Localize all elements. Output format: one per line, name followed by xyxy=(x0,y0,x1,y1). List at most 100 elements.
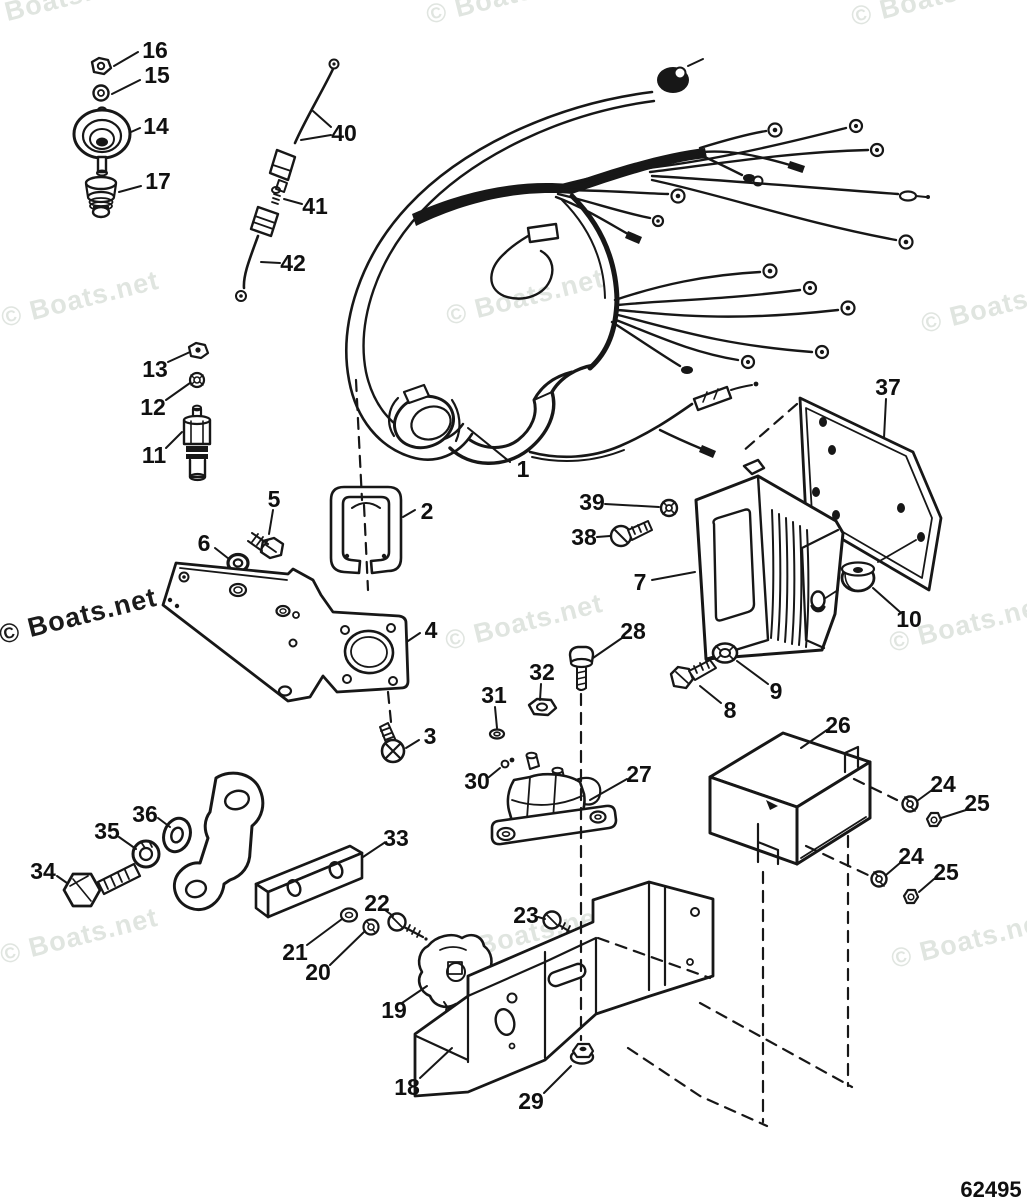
part-18-mounting-bracket xyxy=(413,880,715,1098)
part-8-bolt xyxy=(669,659,717,690)
part-10-grommet xyxy=(840,561,876,593)
callout-label-14: 14 xyxy=(143,113,169,139)
callout-label-5: 5 xyxy=(268,486,281,512)
callout-leader-line xyxy=(329,930,366,966)
callout-leader-line xyxy=(312,110,332,128)
callout-leader-line xyxy=(111,79,141,95)
callout-leader-line xyxy=(494,706,498,729)
callout-leader-line xyxy=(872,587,901,613)
watermark-text: © Boats.net xyxy=(888,906,1027,974)
callout-leader-line xyxy=(651,571,696,581)
callout-label-32: 32 xyxy=(529,659,555,685)
callout-label-26: 26 xyxy=(825,712,851,738)
callout-label-21: 21 xyxy=(282,939,308,965)
part-35-lock-washer xyxy=(131,839,161,869)
callout-leader-line xyxy=(402,509,416,518)
callout-label-9: 9 xyxy=(770,678,783,704)
exploded-parts-artwork xyxy=(62,56,943,1128)
callout-leader-line xyxy=(113,51,139,67)
part-14-switch xyxy=(72,106,132,177)
part-21-nut xyxy=(339,907,359,923)
callout-leader-line xyxy=(736,660,769,685)
callout-leader-line xyxy=(543,1065,572,1094)
callout-leader-line xyxy=(401,985,428,1004)
callout-labels: 1615141740414213121112564337393871098283… xyxy=(30,37,990,1114)
part-20-washer xyxy=(362,918,380,936)
part-22-bolt xyxy=(387,912,428,941)
callout-label-33: 33 xyxy=(383,825,409,851)
part-26-cover-box xyxy=(708,731,872,866)
part-33-bar xyxy=(254,844,364,919)
watermark-text: © Boats.net xyxy=(0,0,137,34)
callout-label-20: 20 xyxy=(305,959,331,985)
part-13-nut xyxy=(187,341,210,360)
callout-leader-line xyxy=(300,134,332,141)
callout-leader-line xyxy=(165,382,191,401)
part-16-nut xyxy=(90,56,113,76)
part-30-pin xyxy=(500,757,515,769)
callout-leader-line xyxy=(167,351,191,363)
watermark-text: © Boats.net xyxy=(918,271,1027,339)
callout-label-13: 13 xyxy=(142,356,168,382)
callout-leader-line xyxy=(467,427,511,463)
part-25-nut xyxy=(902,888,920,905)
callout-leader-line xyxy=(916,789,933,802)
callout-label-18: 18 xyxy=(394,1074,420,1100)
callout-label-17: 17 xyxy=(145,168,171,194)
callout-label-15: 15 xyxy=(144,62,170,88)
part-23-screw xyxy=(542,910,577,937)
callout-leader-line xyxy=(214,547,230,560)
callout-label-35: 35 xyxy=(94,818,120,844)
callout-label-29: 29 xyxy=(518,1088,544,1114)
callout-leader-line xyxy=(918,878,935,893)
callout-label-39: 39 xyxy=(579,489,605,515)
watermark-text: © Boats.net xyxy=(0,582,160,650)
watermark-text: © Boats.net xyxy=(423,0,587,30)
callout-leader-line xyxy=(118,836,137,850)
callout-label-30: 30 xyxy=(464,768,490,794)
callout-leader-line xyxy=(407,632,421,642)
part-24-lock-washer xyxy=(901,795,919,813)
callout-leader-line xyxy=(306,918,343,946)
callout-label-31: 31 xyxy=(481,682,507,708)
callout-label-42: 42 xyxy=(280,250,306,276)
part-11-temperature-sender xyxy=(182,404,212,482)
watermark-text: © Boats.net xyxy=(0,902,161,970)
callout-label-24: 24 xyxy=(898,843,924,869)
callout-leader-line xyxy=(883,398,887,439)
callout-leader-line xyxy=(384,909,394,917)
part-25-nut xyxy=(925,811,943,828)
part-39-washer xyxy=(659,498,679,518)
callout-label-11: 11 xyxy=(142,442,167,468)
part-36-flat-washer xyxy=(162,816,192,854)
callout-label-25: 25 xyxy=(933,859,959,885)
callout-leader-line xyxy=(260,261,281,264)
part-24-lock-washer xyxy=(870,870,888,888)
callout-leader-line xyxy=(268,509,274,535)
part-2-clamp xyxy=(329,485,403,575)
callout-label-19: 19 xyxy=(381,997,407,1023)
callout-leader-line xyxy=(537,916,546,920)
part-31-washer xyxy=(488,728,506,740)
callout-leader-line xyxy=(118,185,142,193)
part-34-bolt xyxy=(62,862,142,908)
part-38-screw xyxy=(609,520,653,548)
callout-label-40: 40 xyxy=(331,120,357,146)
part-1-wiring-harness xyxy=(345,58,930,465)
part-32-nut xyxy=(527,697,558,717)
part-9-washer xyxy=(711,642,739,664)
callout-label-12: 12 xyxy=(140,394,166,420)
callout-label-25: 25 xyxy=(964,790,990,816)
part-3-screw xyxy=(379,722,406,764)
callout-label-10: 10 xyxy=(896,606,922,632)
part-27-starter-solenoid xyxy=(490,751,618,846)
callout-label-36: 36 xyxy=(132,801,158,827)
callout-leader-line xyxy=(283,198,303,205)
watermark-text: © Boats.net xyxy=(0,265,162,333)
callout-leader-line xyxy=(130,127,141,133)
callout-leader-line xyxy=(539,683,542,701)
callout-leader-line xyxy=(56,875,68,884)
callout-label-1: 1 xyxy=(517,456,530,482)
